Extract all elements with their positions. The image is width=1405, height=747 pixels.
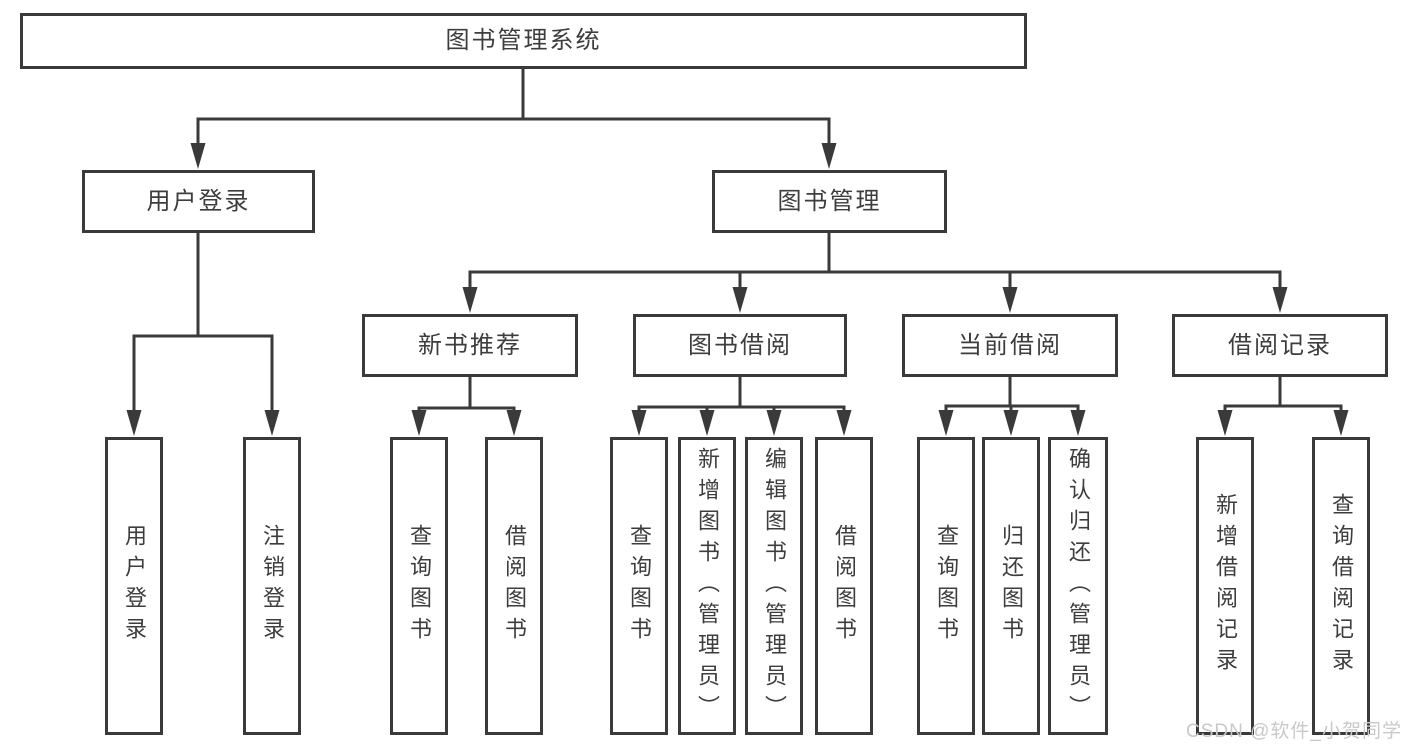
- node-label: 编辑图书（管理员）: [762, 446, 787, 726]
- node-book-borrowing: 图书借阅: [633, 314, 847, 377]
- leaf-query-books-borrow: 查询图书: [610, 437, 668, 735]
- node-new-book-recommendation: 新书推荐: [362, 314, 578, 377]
- node-label: 归还图书: [999, 524, 1024, 648]
- leaf-add-books-admin: 新增图书（管理员）: [678, 437, 736, 735]
- node-label: 确认归还（管理员）: [1066, 446, 1091, 726]
- node-label: 当前借阅: [958, 331, 1062, 359]
- leaf-borrow-books-recommend: 借阅图书: [485, 437, 543, 735]
- leaf-add-borrow-record: 新增借阅记录: [1196, 437, 1254, 735]
- leaf-edit-books-admin: 编辑图书（管理员）: [745, 437, 803, 735]
- node-label: 图书管理系统: [445, 27, 602, 54]
- node-label: 用户登录: [146, 187, 251, 215]
- leaf-confirm-return-admin: 确认归还（管理员）: [1048, 437, 1108, 735]
- leaf-borrow-books: 借阅图书: [815, 437, 873, 735]
- node-label: 新书推荐: [418, 331, 522, 359]
- node-label: 查询图书: [627, 524, 652, 648]
- leaf-query-books-recommend: 查询图书: [390, 437, 448, 735]
- node-label: 查询图书: [407, 524, 432, 648]
- node-label: 借阅图书: [502, 524, 527, 648]
- node-label: 新增图书（管理员）: [695, 446, 720, 726]
- csdn-watermark: CSDN @软件_小贺同学: [1186, 721, 1402, 742]
- leaf-query-borrow-record: 查询借阅记录: [1312, 437, 1370, 735]
- node-current-borrowing: 当前借阅: [902, 314, 1118, 377]
- node-library-management-system: 图书管理系统: [20, 13, 1027, 69]
- node-label: 图书管理: [777, 187, 882, 215]
- leaf-query-books-current: 查询图书: [917, 437, 975, 735]
- node-label: 用户登录: [122, 524, 147, 648]
- leaf-logout: 注销登录: [243, 437, 301, 735]
- arrowheads: [126, 143, 1349, 436]
- leaf-return-books: 归还图书: [982, 437, 1040, 735]
- node-user-login: 用户登录: [82, 170, 315, 233]
- leaf-user-login: 用户登录: [105, 437, 163, 735]
- node-label: 新增借阅记录: [1213, 493, 1238, 679]
- node-book-management: 图书管理: [712, 170, 947, 233]
- node-label: 查询借阅记录: [1329, 493, 1354, 679]
- node-borrowing-records: 借阅记录: [1172, 314, 1388, 377]
- node-label: 查询图书: [934, 524, 959, 648]
- node-label: 图书借阅: [688, 331, 792, 359]
- node-label: 注销登录: [260, 524, 285, 648]
- node-label: 借阅记录: [1228, 331, 1332, 359]
- node-label: 借阅图书: [832, 524, 857, 648]
